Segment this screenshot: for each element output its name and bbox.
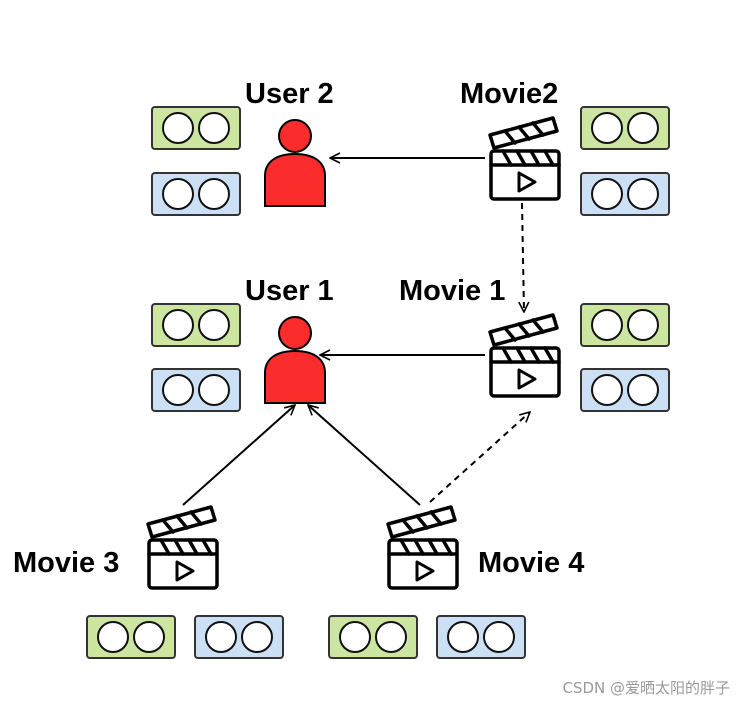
watermark: CSDN @爱晒太阳的胖子: [562, 679, 730, 697]
clapperboard-icon: [488, 116, 561, 201]
edge-movie2-to-movie1-dashed: [522, 202, 524, 312]
clapperboard-icon: [146, 505, 219, 590]
edge-movie4-to-movie1-dashed: [429, 412, 530, 503]
movie4-embedding-blue: [436, 615, 526, 659]
movie4-embedding-green: [328, 615, 418, 659]
movie2-embedding-blue: [580, 172, 670, 216]
user-icon: [264, 119, 326, 207]
edge-movie4-to-user1: [308, 405, 421, 506]
node-movie1: Movie 1: [399, 275, 670, 412]
edge-movie3-to-user1: [182, 405, 295, 506]
user-icon: [264, 316, 326, 404]
movie3-label: Movie 3: [13, 547, 119, 579]
node-movie4: Movie 4: [328, 505, 584, 659]
movie1-label: Movie 1: [399, 275, 505, 307]
movie1-embedding-green: [580, 303, 670, 347]
movie2-embedding-green: [580, 106, 670, 150]
user2-label: User 2: [245, 78, 334, 110]
movie4-label: Movie 4: [478, 547, 584, 579]
user1-embedding-blue: [151, 368, 241, 412]
movie2-label: Movie2: [460, 78, 558, 110]
clapperboard-icon: [488, 313, 561, 398]
user1-label: User 1: [245, 275, 334, 307]
node-user1: User 1: [151, 275, 334, 412]
clapperboard-icon: [386, 505, 459, 590]
user2-embedding-blue: [151, 172, 241, 216]
user1-embedding-green: [151, 303, 241, 347]
user2-embedding-green: [151, 106, 241, 150]
movie3-embedding-blue: [194, 615, 284, 659]
movie3-embedding-green: [86, 615, 176, 659]
node-movie3: Movie 3: [13, 505, 284, 659]
edges: [182, 158, 530, 506]
node-movie2: Movie2: [460, 78, 670, 216]
node-user2: User 2: [151, 78, 334, 216]
movie1-embedding-blue: [580, 368, 670, 412]
